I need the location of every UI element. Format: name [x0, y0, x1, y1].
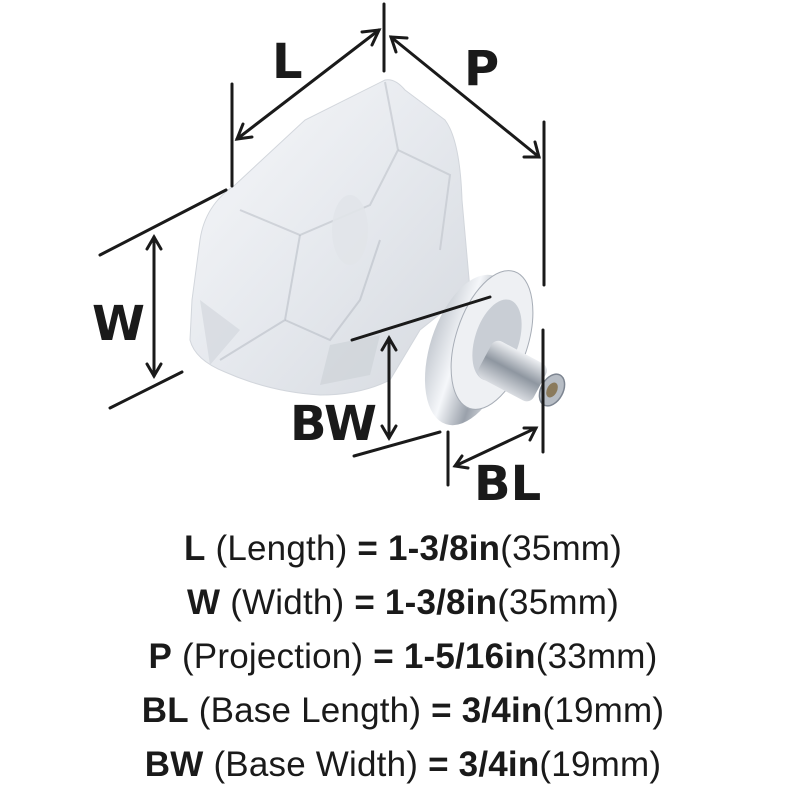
spec-code: BW [144, 745, 204, 784]
spec-base-width: BW (Base Width) = 3/4in(19mm) [0, 738, 806, 792]
spec-equals: = [428, 745, 449, 784]
label-BL: BL [474, 456, 541, 512]
spec-code: BL [141, 691, 189, 730]
spec-name: (Length) [215, 529, 348, 568]
spec-name: (Base Width) [213, 745, 419, 784]
label-BW: BW [290, 396, 377, 452]
spec-length: L (Length) = 1-3/8in(35mm) [0, 522, 806, 576]
knob-dimension-diagram: L P W BW BL [92, 2, 566, 512]
spec-mm: (19mm) [539, 745, 662, 784]
dimension-lines [98, 2, 546, 487]
spec-name: (Width) [230, 583, 345, 622]
spec-inches: 1-3/8in [384, 583, 498, 622]
spec-inches: 1-3/8in [387, 529, 501, 568]
spec-inches: 3/4in [458, 745, 540, 784]
spec-inches: 1-5/16in [403, 637, 536, 676]
spec-equals: = [357, 529, 379, 568]
spec-name: (Base Length) [198, 691, 422, 730]
spec-code: W [187, 583, 221, 622]
spec-mm: (33mm) [535, 637, 658, 676]
spec-code: L [183, 529, 206, 568]
spec-mm: (35mm) [500, 529, 623, 568]
spec-equals: = [354, 583, 375, 622]
spec-projection: P (Projection) = 1-5/16in(33mm) [0, 630, 806, 684]
spec-base-length: BL (Base Length) = 3/4in(19mm) [0, 684, 806, 738]
spec-inches: 3/4in [461, 691, 543, 730]
spec-mm: (19mm) [542, 691, 665, 730]
spec-width: W (Width) = 1-3/8in(35mm) [0, 576, 806, 630]
spec-name: (Projection) [181, 637, 364, 676]
spec-code: P [148, 637, 172, 676]
label-L: L [272, 34, 303, 90]
dimension-specs-list: L (Length) = 1-3/8in(35mm) W (Width) = 1… [0, 522, 806, 792]
label-P: P [464, 41, 499, 97]
label-W: W [92, 296, 145, 352]
glass-knob-body [189, 79, 471, 396]
spec-equals: = [373, 637, 394, 676]
spec-equals: = [431, 691, 452, 730]
chrome-base [424, 270, 566, 426]
spec-mm: (35mm) [497, 583, 619, 622]
